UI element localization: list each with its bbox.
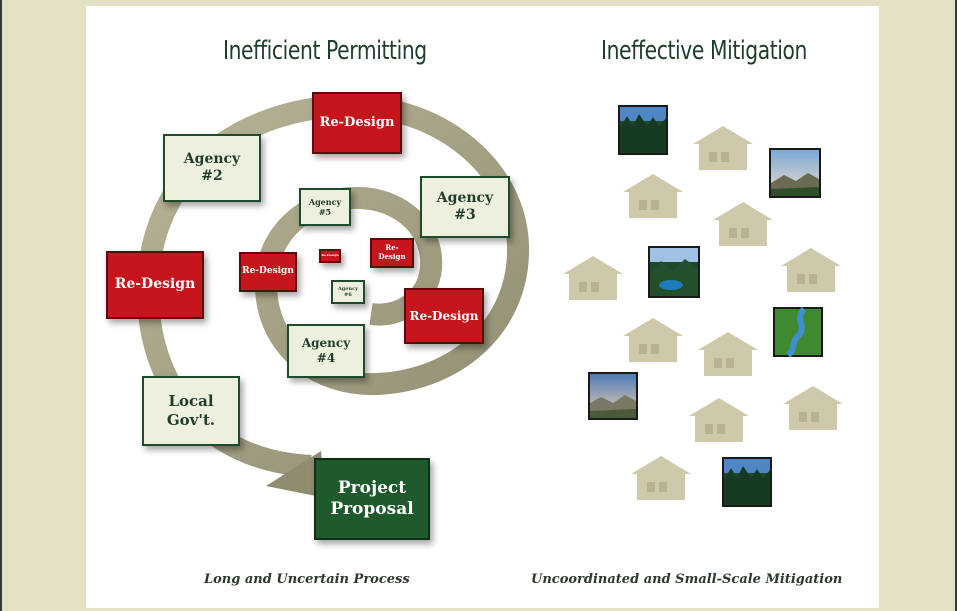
agency-4-box: Agency #4 — [287, 324, 365, 378]
left-caption: Long and Uncertain Process — [204, 572, 410, 587]
local-govt-box: Local Gov't. — [142, 376, 240, 446]
agency-3-box: Agency #3 — [420, 176, 510, 238]
redesign-box-left: Re-Design — [106, 251, 204, 319]
agency-2-box: Agency #2 — [163, 134, 261, 202]
redesign-box-inner-left: Re-Design — [239, 252, 297, 292]
project-proposal-box: Project Proposal — [314, 458, 430, 540]
right-caption: Uncoordinated and Small-Scale Mitigation — [531, 572, 843, 587]
redesign-box-right: Re-Design — [404, 288, 484, 344]
redesign-box-inner-right: Re-Design — [370, 238, 414, 268]
left-title: Inefficient Permitting — [223, 36, 427, 66]
redesign-box-tiny: Re-Design — [319, 249, 341, 263]
arrowhead-icon — [266, 451, 326, 498]
frame-border-right — [955, 0, 957, 611]
agency-6-box: Agency #6 — [331, 280, 365, 304]
slide-panel: Inefficient Permitting Ineffective Mitig… — [86, 6, 879, 608]
right-title: Ineffective Mitigation — [601, 36, 808, 66]
redesign-box-top: Re-Design — [312, 92, 402, 154]
agency-5-box: Agency #5 — [299, 188, 351, 226]
frame-border-left — [0, 0, 2, 611]
